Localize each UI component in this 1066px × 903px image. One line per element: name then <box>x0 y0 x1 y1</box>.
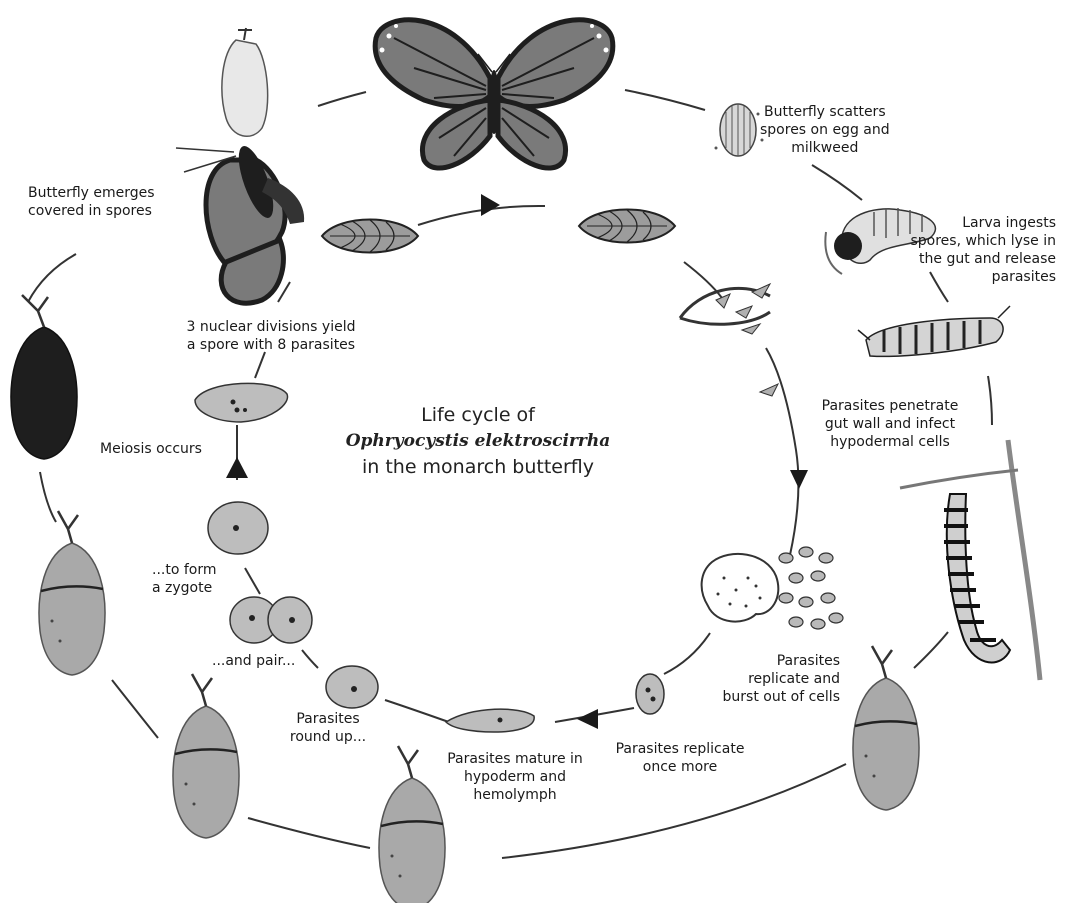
chrysalis-image <box>39 511 105 675</box>
caterpillar-image <box>858 306 1010 356</box>
spore-lysis-image <box>680 284 778 396</box>
title-line-3: in the monarch butterfly <box>328 454 628 480</box>
meiosis-cell-image <box>195 383 288 422</box>
chrysalis-image <box>173 674 239 838</box>
title-line-1: Life cycle of <box>328 402 628 428</box>
label-meiosis-occurs: Meiosis occurs <box>100 440 202 458</box>
spore-image <box>579 210 675 243</box>
round-parasite-image <box>326 666 378 708</box>
label-larva-ingests: Larva ingests spores, which lyse in the … <box>880 214 1056 286</box>
label-parasites-replicate-burst: Parasites replicate and burst out of cel… <box>660 652 840 706</box>
label-to-form-zygote: ...to form a zygote <box>152 561 217 597</box>
mature-parasite-image <box>446 709 534 732</box>
monarch-butterfly-image <box>375 20 613 168</box>
zygote-image <box>208 502 268 554</box>
arrowhead-bottom <box>577 709 598 729</box>
egg-image <box>715 104 764 156</box>
dark-chrysalis-image <box>11 295 77 459</box>
emerging-butterfly-image <box>176 28 304 303</box>
label-parasites-round-up: Parasites round up... <box>278 710 378 746</box>
spore-image <box>322 220 418 253</box>
arrowhead-right <box>790 470 808 489</box>
arrowhead-left <box>226 457 248 478</box>
label-parasites-replicate-once: Parasites replicate once more <box>595 740 765 776</box>
chrysalis-image <box>853 646 919 810</box>
hanging-caterpillar-image <box>900 440 1040 680</box>
label-butterfly-emerges: Butterfly emerges covered in spores <box>28 184 155 220</box>
label-butterfly-scatters: Butterfly scatters spores on egg and mil… <box>760 103 890 157</box>
label-parasites-penetrate: Parasites penetrate gut wall and infect … <box>800 397 980 451</box>
label-parasites-mature: Parasites mature in hypoderm and hemolym… <box>430 750 600 804</box>
pairing-cells-image <box>230 597 312 643</box>
arrowhead-top <box>481 194 500 216</box>
label-nuclear-divisions: 3 nuclear divisions yield a spore with 8… <box>166 318 376 354</box>
diagram-title: Life cycle of Ophryocystis elektroscirrh… <box>328 402 628 480</box>
bursting-cell-image <box>702 547 843 629</box>
label-and-pair: ...and pair... <box>212 652 295 670</box>
title-species-name: Ophryocystis elektroscirrha <box>328 428 628 454</box>
